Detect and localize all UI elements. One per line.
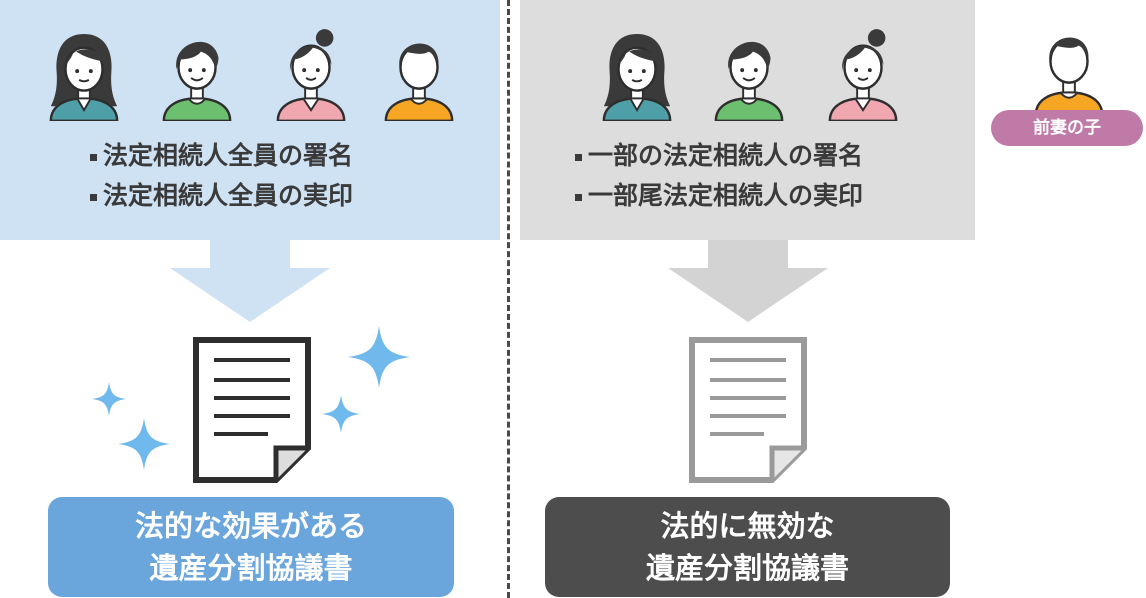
excluded-heir-badge: 前妻の子 bbox=[991, 110, 1143, 146]
person-long-hair-icon bbox=[598, 28, 676, 121]
person-man-icon bbox=[1030, 22, 1108, 115]
result-title-line: 遺産分割協議書 bbox=[149, 551, 353, 585]
sparkle-icon bbox=[92, 382, 126, 416]
person-short-hair-icon bbox=[158, 28, 236, 121]
down-arrow-icon bbox=[668, 240, 828, 322]
requirement-item: 一部の法定相続人の署名 bbox=[575, 136, 863, 176]
requirement-item: 一部尾法定相続人の実印 bbox=[575, 176, 863, 216]
result-title-line: 遺産分割協議書 bbox=[645, 551, 849, 585]
person-short-hair-icon bbox=[710, 28, 788, 121]
person-ponytail-icon bbox=[824, 28, 902, 121]
person-long-hair-icon bbox=[45, 28, 123, 121]
result-title-line: 法的な効果がある bbox=[134, 509, 367, 543]
sparkle-icon bbox=[348, 320, 410, 394]
result-title-line: 法的に無効な bbox=[660, 509, 835, 543]
document-icon bbox=[193, 337, 311, 483]
dashed-divider bbox=[507, 0, 510, 598]
sparkle-icon bbox=[118, 414, 170, 474]
sparkle-icon bbox=[322, 392, 360, 436]
requirement-item: 法定相続人全員の署名 bbox=[90, 136, 353, 176]
down-arrow-icon bbox=[170, 240, 330, 322]
person-ponytail-icon bbox=[272, 28, 350, 121]
valid-result-box: 法的な効果がある 遺産分割協議書 bbox=[48, 497, 454, 597]
invalid-result-box: 法的に無効な 遺産分割協議書 bbox=[545, 497, 950, 597]
document-icon bbox=[689, 337, 807, 483]
requirement-item: 法定相続人全員の実印 bbox=[90, 176, 353, 216]
person-man-icon bbox=[380, 28, 458, 121]
